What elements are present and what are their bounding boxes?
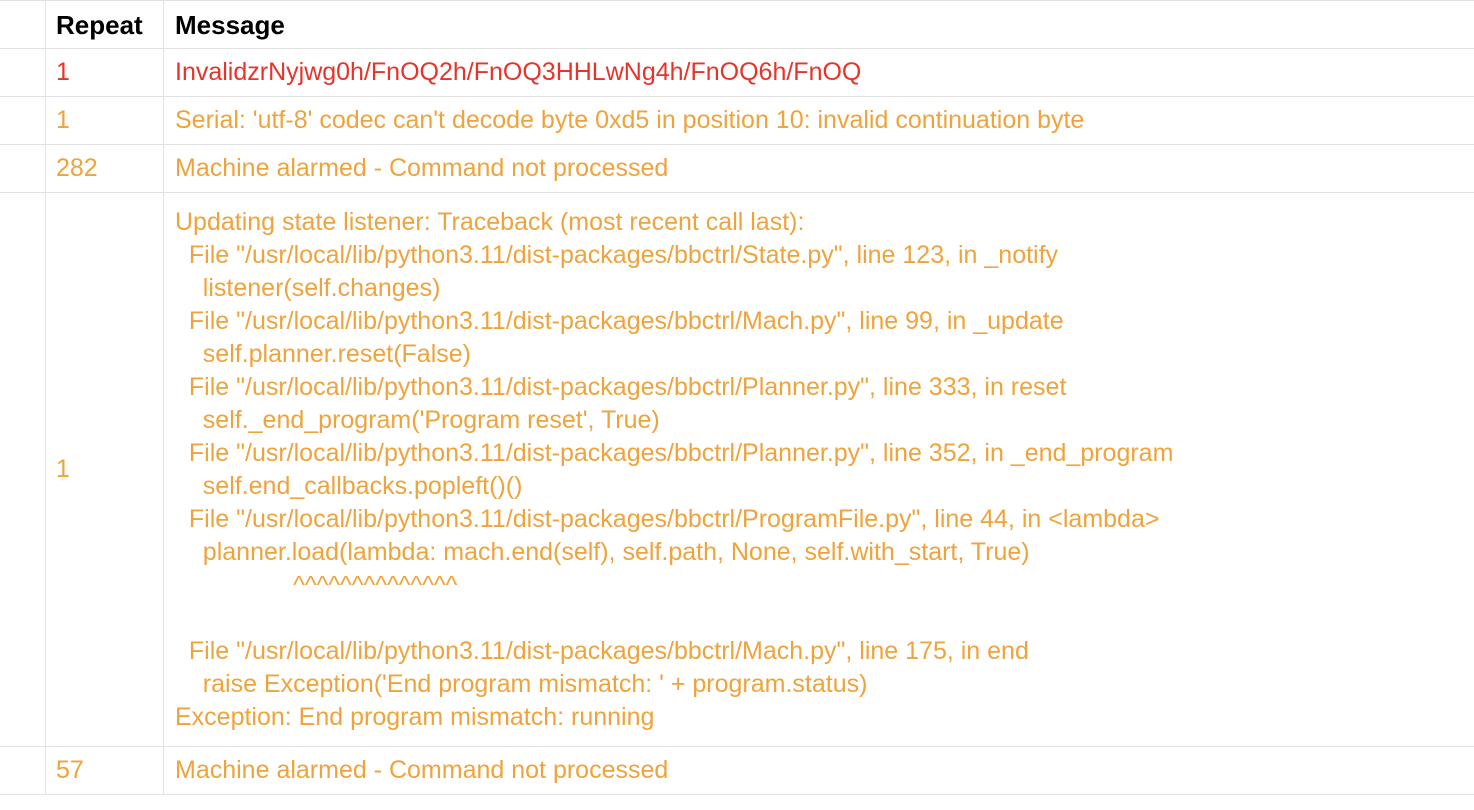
message-cell: Machine alarmed - Command not processed <box>163 144 1474 193</box>
repeat-count-cell: 282 <box>45 144 164 193</box>
table-row[interactable]: 282 Machine alarmed - Command not process… <box>0 144 1474 193</box>
message-cell: Machine alarmed - Command not processed <box>163 746 1474 795</box>
repeat-count-value: 1 <box>56 455 70 483</box>
table-body: 1 InvalidzrNyjwg0h/FnOQ2h/FnOQ3HHLwNg4h/F… <box>0 48 1474 795</box>
table-row[interactable]: 1 Serial: 'utf-8' codec can't decode byte… <box>0 96 1474 145</box>
message-cell: InvalidzrNyjwg0h/FnOQ2h/FnOQ3HHLwNg4h/Fn… <box>163 48 1474 97</box>
repeat-count-cell: 1 <box>45 48 164 97</box>
table-row[interactable]: 57 Machine alarmed - Command not processe… <box>0 746 1474 795</box>
message-text: Machine alarmed - Command not processed <box>175 755 669 784</box>
table-header: Repeat Message <box>0 0 1474 49</box>
column-header-repeat-label: Repeat <box>56 9 143 40</box>
repeat-count-cell: 1 <box>45 96 164 145</box>
row-spacer-cell <box>0 96 46 145</box>
message-cell: Updating state listener: Traceback (most… <box>163 192 1474 747</box>
repeat-count-cell: 1 <box>45 192 164 747</box>
repeat-count-cell: 57 <box>45 746 164 795</box>
message-text: InvalidzrNyjwg0h/FnOQ2h/FnOQ3HHLwNg4h/Fn… <box>175 57 862 86</box>
row-spacer-cell <box>0 746 46 795</box>
row-spacer-cell <box>0 192 46 747</box>
row-spacer-cell <box>0 144 46 193</box>
column-header-repeat[interactable]: Repeat <box>45 0 164 49</box>
table-row[interactable]: 1 Updating state listener: Traceback (mos… <box>0 192 1474 747</box>
repeat-count-value: 1 <box>56 106 70 134</box>
message-text: Serial: 'utf-8' codec can't decode byte … <box>175 105 1085 134</box>
repeat-count-value: 57 <box>56 756 84 784</box>
table-row[interactable]: 1 InvalidzrNyjwg0h/FnOQ2h/FnOQ3HHLwNg4h/F… <box>0 48 1474 97</box>
message-traceback-text: Updating state listener: Traceback (most… <box>175 208 1174 731</box>
message-cell: Serial: 'utf-8' codec can't decode byte … <box>163 96 1474 145</box>
column-header-message[interactable]: Message <box>163 0 1474 49</box>
column-header-spacer <box>0 0 46 49</box>
column-header-message-label: Message <box>175 9 285 40</box>
row-spacer-cell <box>0 48 46 97</box>
repeat-count-value: 282 <box>56 154 98 182</box>
message-text: Machine alarmed - Command not processed <box>175 153 669 182</box>
header-row: Repeat Message <box>0 0 1474 49</box>
repeat-count-value: 1 <box>56 58 70 86</box>
